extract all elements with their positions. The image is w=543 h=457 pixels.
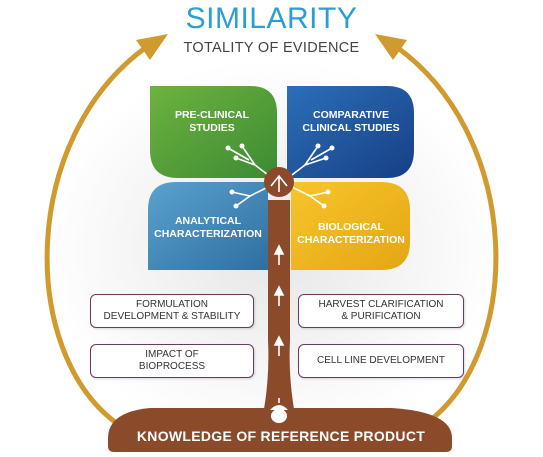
foundation-banner (108, 408, 452, 452)
foundation-label: KNOWLEDGE OF REFERENCE PRODUCT (136, 428, 426, 444)
leaf-label-biological: BIOLOGICAL CHARACTERIZATION (297, 221, 405, 246)
crown-branch-icon (270, 174, 288, 192)
acorn-icon (270, 398, 288, 423)
right-arc-arrowhead (375, 34, 407, 60)
box-impact-of-bioprocess: IMPACT OF BIOPROCESS (90, 344, 254, 378)
box-formulation: FORMULATION DEVELOPMENT & STABILITY (90, 294, 254, 328)
leaf-label-pre-clinical: PRE-CLINICAL STUDIES (174, 109, 250, 134)
box-harvest-clarification: HARVEST CLARIFICATION & PURIFICATION (298, 294, 464, 328)
leaf-pre-clinical (150, 86, 277, 178)
leaf-label-analytical: ANALYTICAL CHARACTERIZATION (154, 215, 262, 240)
diagram-subtitle: TOTALITY OF EVIDENCE (183, 40, 360, 56)
trunk-arrows (273, 244, 285, 356)
diagram-title: SIMILARITY (185, 2, 358, 35)
tree-trunk (262, 200, 296, 420)
left-arc-arrowhead (136, 34, 168, 60)
branch-buds (225, 143, 335, 209)
leaf-label-comparative-clinical: COMPARATIVE CLINICAL STUDIES (302, 109, 400, 134)
box-cell-line-development: CELL LINE DEVELOPMENT (298, 344, 464, 378)
right-arc (396, 45, 499, 424)
branch-twigs (227, 145, 333, 207)
left-arc (44, 45, 147, 424)
